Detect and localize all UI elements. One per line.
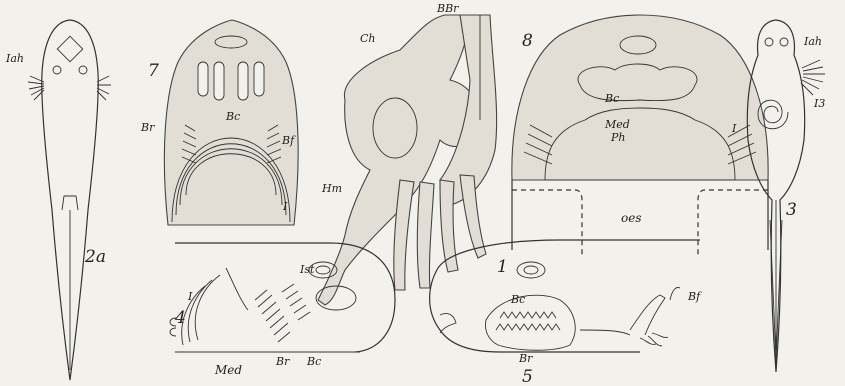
fig4-label-br: Br [275,355,290,368]
fig8-label-med: Med [604,118,630,131]
fig5-branchial-duct [580,330,630,335]
fig4-label-bc: Bc [306,355,321,368]
fig5-label-bf: Bf [687,290,702,303]
fig5-mouth [440,313,456,333]
figure-5: Bc Bf Br 5 [430,240,702,386]
fig1-number: 1 [497,257,508,277]
fig4-gill-arches [182,275,220,345]
fig2a-label-iah: Iah [5,52,24,65]
fig3-eye-right [780,38,788,46]
fig3-number: 3 [786,200,797,220]
fig7-label-bf: Bf [281,134,296,147]
fig4-label-i: I [187,290,193,303]
figure-1: BBr Ch Hm Ist 1 [299,2,508,310]
fig5-gill-chamber [486,295,576,350]
fig1-label-ch: Ch [360,32,376,45]
fig8-label-ph: Ph [610,131,626,144]
fig3-label-iah: Iah [803,35,822,48]
fig5-label-bc: Bc [510,293,525,306]
figure-4: 4 I Med Br Bc [170,243,395,377]
fig5-forelimb [630,295,668,346]
fig5-gill-lamellae [496,312,560,330]
fig5-number: 5 [522,367,533,386]
fig7-label-br: Br [140,121,155,134]
fig8-label-bc: Bc [604,92,619,105]
figure-8: 8 Bc Med Ph oes [512,15,768,255]
fig7-label-bc: Bc [225,110,240,123]
fig2a-vent [62,196,78,210]
fig3-external-gill [801,60,825,95]
fig1-branchial-bars [394,175,486,290]
fig5-eye [524,266,538,274]
fig5-label-br: Br [518,352,533,365]
fig2a-external-gill-right [97,76,111,100]
fig4-label-med: Med [214,363,242,377]
fig8-label-oes: oes [621,211,641,225]
fig1-label-bbr: BBr [436,2,459,15]
fig4-eye [316,266,330,274]
fig5-eye-ring [517,262,545,278]
fig7-number: 7 [148,61,159,81]
figure-2a: Iah 2a [5,20,111,380]
fig8-head-outline [512,15,768,180]
fig2a-eye-left [53,66,61,74]
fig3-label-i3: I3 [813,97,825,110]
fig8-number: 8 [522,31,533,51]
figure-7: 7 Br Bc Bf I [140,20,298,225]
fig3-label-i: I [731,122,737,135]
fig7-label-i: I [282,200,288,213]
fig4-gill-filaments [255,284,310,342]
fig2a-diamond-mark [57,36,82,61]
fig3-eye-left [765,38,773,46]
fig2a-eye-right [79,66,87,74]
fig5-bf-bud [670,288,680,301]
fig4-operculum [226,268,248,310]
fig2a-number: 2a [84,247,106,267]
fig4-number: 4 [174,308,186,328]
fig1-label-hm: Hm [321,182,342,195]
